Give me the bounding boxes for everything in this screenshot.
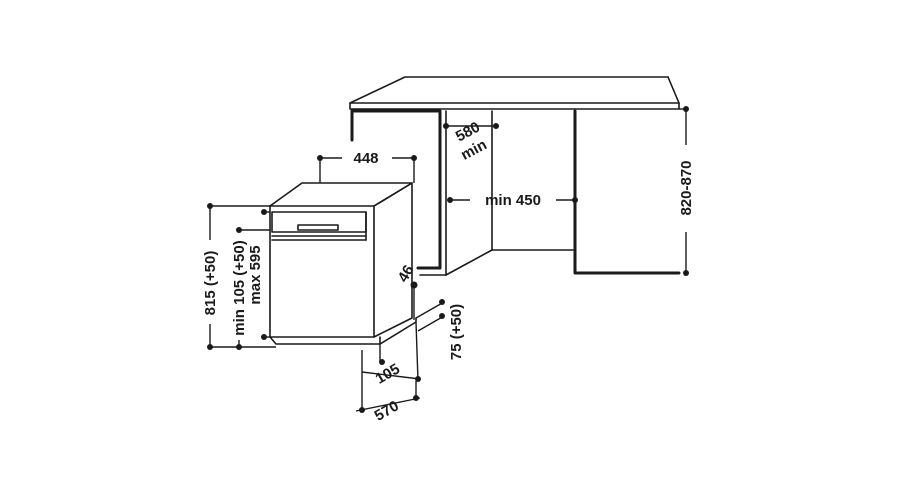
label-46: 46 — [395, 262, 418, 285]
label-min-450: min 450 — [485, 192, 541, 209]
dim-max-595: max 595 — [247, 209, 270, 340]
countertop — [349, 76, 680, 110]
dishwasher-body — [269, 182, 417, 345]
label-570: 570 — [372, 397, 402, 424]
cabinet-niche — [350, 109, 681, 276]
dim-815: 815 (+50) — [202, 203, 276, 350]
dim-580-min: 580 min — [443, 119, 499, 164]
label-105: 105 — [373, 360, 403, 387]
label-448: 448 — [353, 150, 378, 167]
dim-46: 46 — [395, 262, 418, 320]
label-815: 815 (+50) — [202, 251, 219, 316]
label-min-105: min 105 (+50) — [231, 240, 248, 335]
dim-448: 448 — [317, 150, 417, 183]
label-820-870: 820-870 — [678, 160, 695, 215]
dim-105: 105 — [361, 321, 421, 388]
dim-min-105: min 105 (+50) — [231, 227, 270, 350]
dim-570: 570 — [355, 350, 421, 425]
dim-75: 75 (+50) — [415, 299, 465, 360]
label-max-595: max 595 — [247, 245, 264, 304]
dim-min-450: min 450 — [447, 192, 578, 209]
label-75: 75 (+50) — [448, 304, 465, 360]
dim-820-870: 820-870 — [678, 106, 695, 276]
